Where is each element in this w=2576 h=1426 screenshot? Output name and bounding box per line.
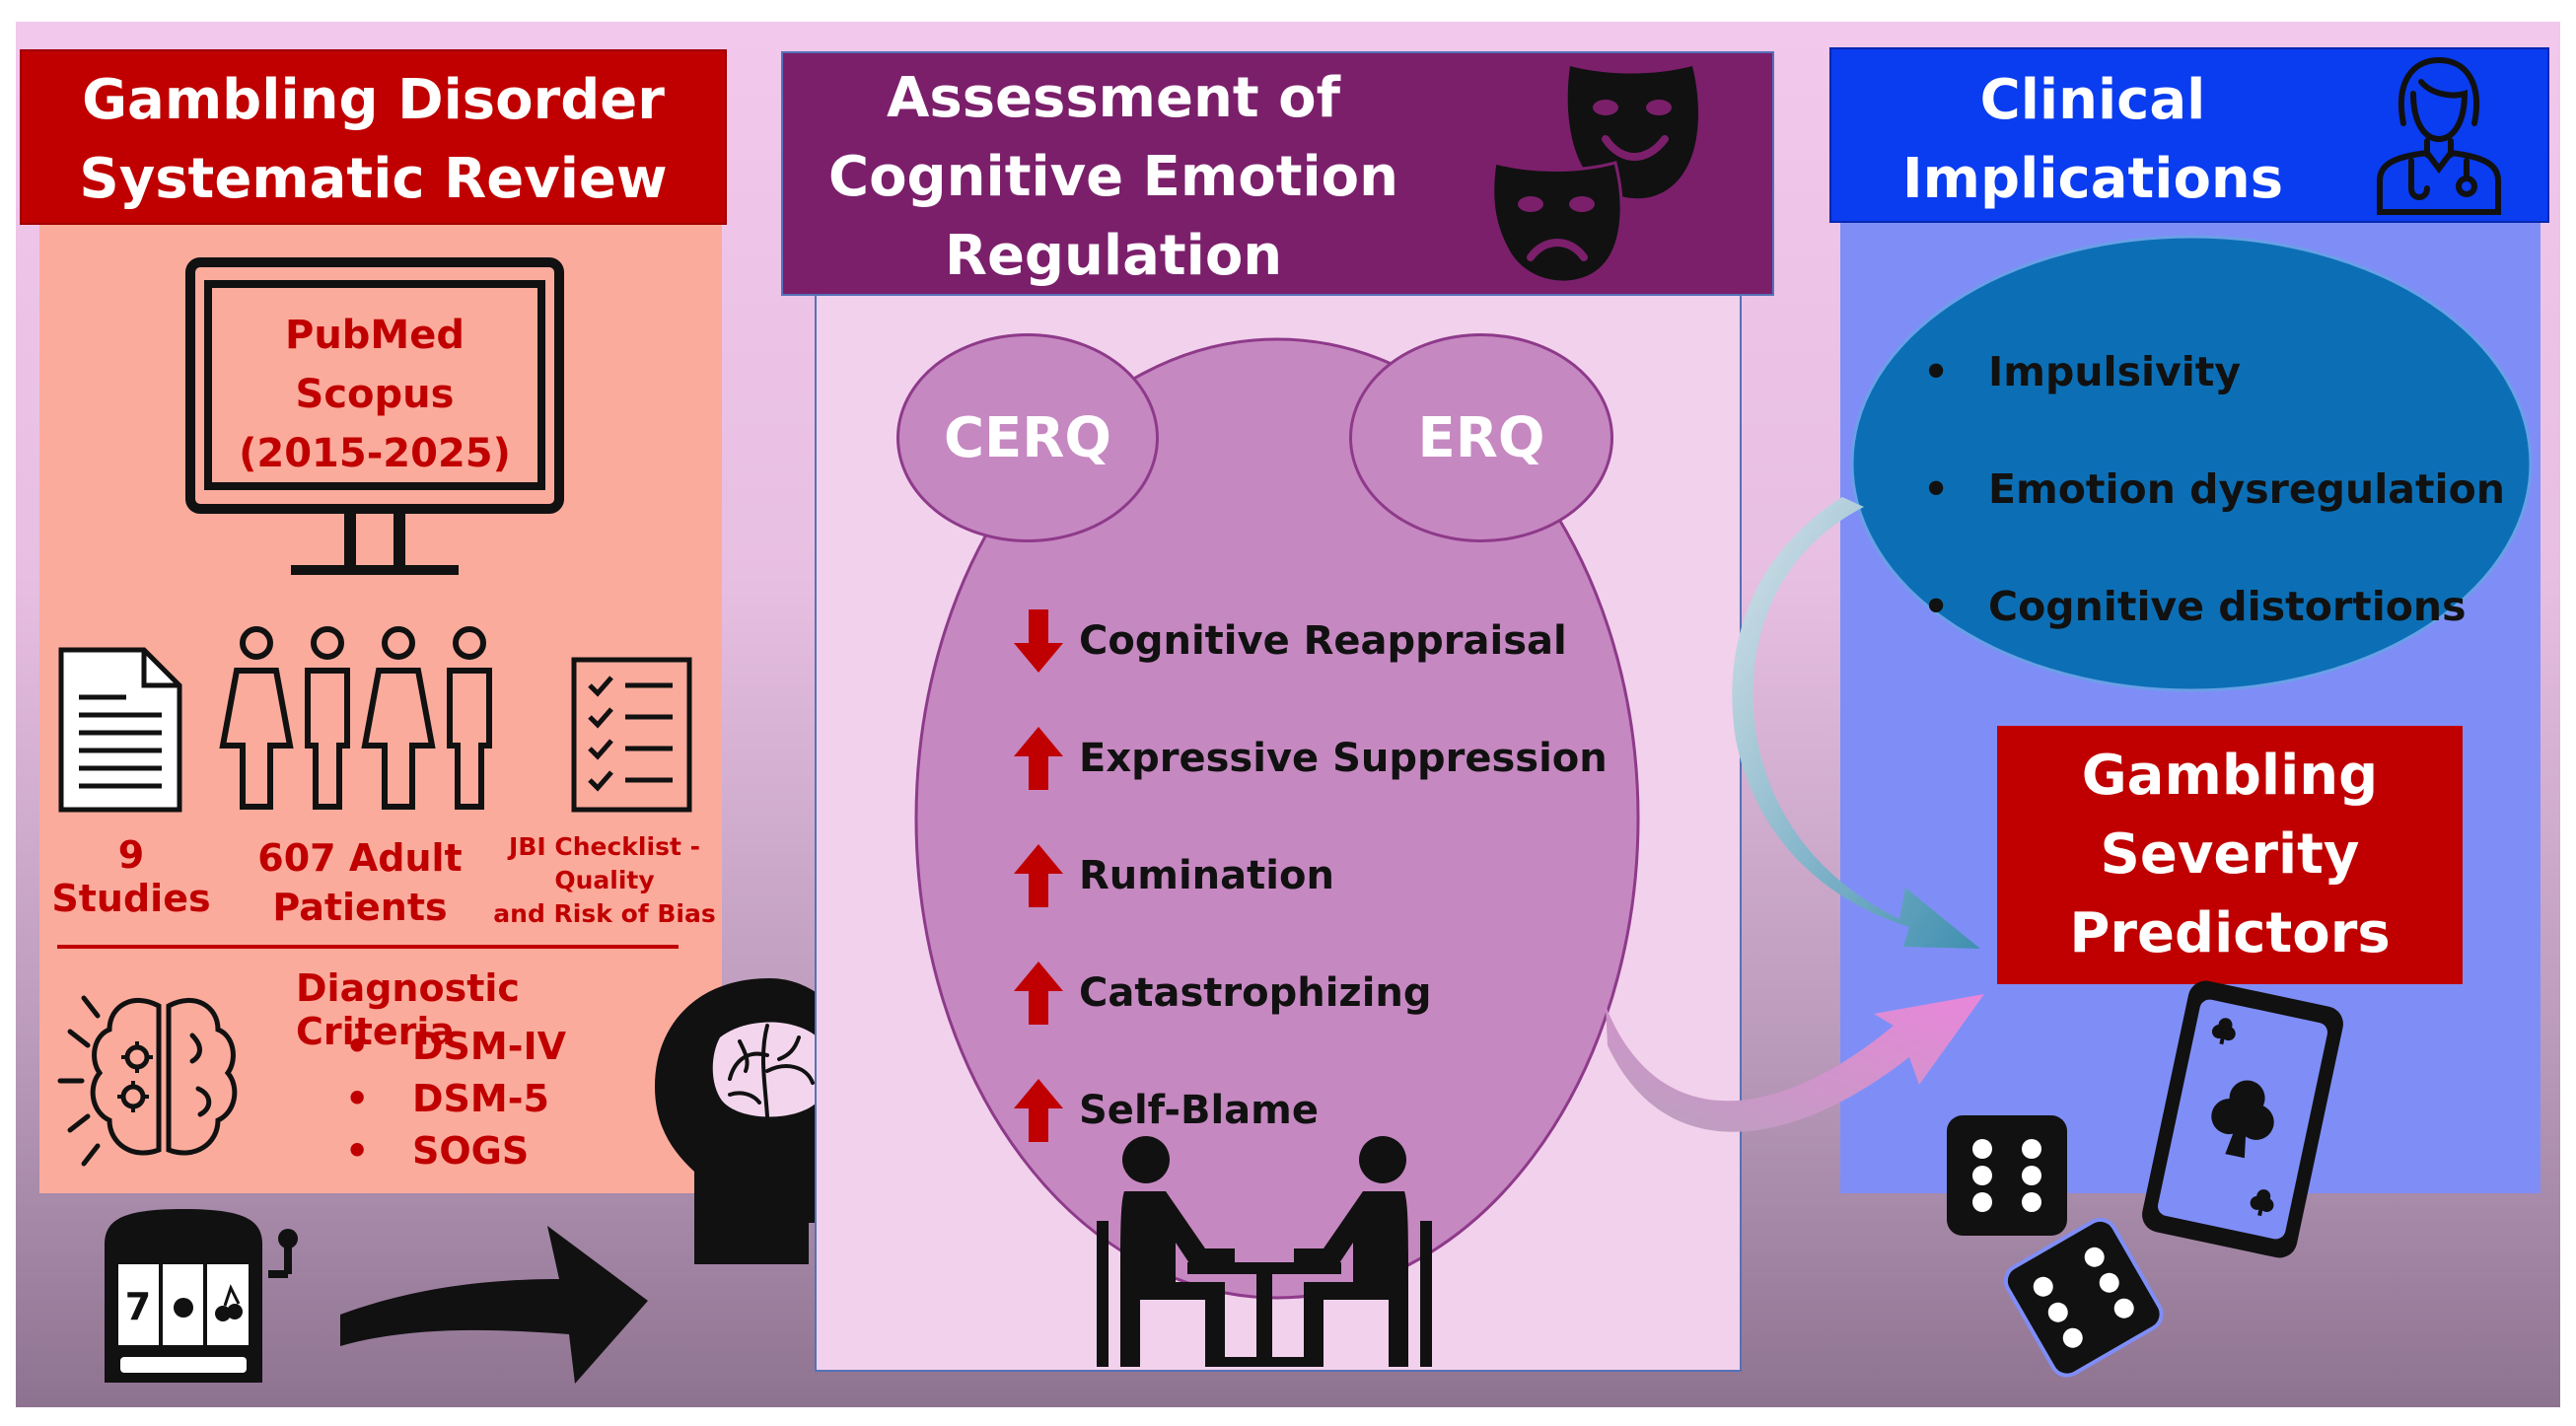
implication-impulsivity: Impulsivity (1988, 348, 2242, 395)
die-front (1947, 1115, 2067, 1236)
jbi-line3: and Risk of Bias (493, 899, 716, 928)
assessment-title-line1: Assessment of (887, 66, 1340, 130)
implications-to-predictors-arrow (1732, 497, 1980, 949)
erq-label: ERQ (1417, 405, 1545, 470)
assessment-title-line2: Cognitive Emotion (827, 145, 1399, 209)
arrow-up-icon (1014, 726, 1063, 790)
predictors-box: Gambling Severity Predictors (1997, 726, 2463, 984)
database-list: PubMed Scopus (2015-2025) (212, 306, 537, 483)
strategy-self-blame: Self-Blame (1079, 1087, 1319, 1133)
implication-emotion-dysregulation: Emotion dysregulation (1988, 465, 2505, 513)
implications-list: • Impulsivity • Emotion dysregulation • Cog… (1923, 314, 2505, 666)
criteria-dsm-iv: DSM-IV (412, 1025, 567, 1068)
jbi-line2: Quality (554, 866, 655, 894)
bullet-icon: • (1923, 465, 1950, 513)
curved-arrows (1606, 497, 1984, 1132)
section-divider (57, 945, 679, 949)
criteria-item: • SOGS (345, 1125, 566, 1177)
strategy-item: Self-Blame (1014, 1051, 1645, 1169)
review-title-line1: Gambling Disorder (82, 68, 665, 132)
clinical-title-line1: Clinical (1979, 68, 2206, 132)
bullet-icon: • (1923, 348, 1950, 395)
doctor-icon (2377, 56, 2501, 215)
strategy-item: Rumination (1014, 817, 1645, 934)
jbi-line1: JBI Checklist - (509, 832, 700, 861)
implication-item: • Impulsivity (1923, 314, 2505, 431)
studies-count: 9 Studies (51, 833, 211, 920)
database-scopus: Scopus (295, 372, 455, 417)
patients-icon (219, 626, 492, 810)
die-tilted (2003, 1217, 2164, 1378)
strategy-expressive-suppression: Expressive Suppression (1079, 735, 1608, 781)
patients-count: 607 Adult Patients (256, 833, 464, 932)
strategy-catastrophizing: Catastrophizing (1079, 969, 1432, 1016)
flow-arrow-icon (340, 1226, 648, 1384)
bullet-icon: • (345, 1025, 370, 1068)
criteria-item: • DSM-5 (345, 1073, 566, 1125)
theater-masks-icon (1491, 66, 1699, 284)
arrow-up-icon (1014, 1078, 1063, 1142)
strategy-cognitive-reappraisal: Cognitive Reappraisal (1079, 617, 1567, 664)
strategy-list: Cognitive Reappraisal Expressive Suppres… (1014, 582, 1645, 1169)
implication-item: • Cognitive distortions (1923, 548, 2505, 666)
assessment-oval (914, 337, 1640, 1300)
checklist-icon (571, 657, 692, 813)
jbi-checklist-label: JBI Checklist - Quality and Risk of Bias (488, 830, 721, 931)
review-title-box: Gambling Disorder Systematic Review (20, 49, 727, 225)
clinical-title-line2: Implications (1901, 147, 2284, 211)
bullet-icon: • (345, 1077, 370, 1120)
strategy-item: Catastrophizing (1014, 934, 1645, 1051)
patients-line1: 607 Adult (257, 836, 463, 880)
brain-gears-icon (57, 995, 238, 1167)
predictors-line1: Gambling (2081, 744, 2379, 808)
bullet-icon: • (345, 1129, 370, 1173)
strategy-item: Cognitive Reappraisal (1014, 582, 1645, 699)
arrow-up-icon (1014, 843, 1063, 907)
svg-text:7: 7 (125, 1285, 151, 1328)
assessment-title-line3: Regulation (944, 224, 1283, 288)
implication-cognitive-distortions: Cognitive distortions (1988, 583, 2467, 630)
erq-instrument: ERQ (1349, 333, 1613, 542)
strategies-to-predictors-arrow (1606, 994, 1984, 1132)
cerq-label: CERQ (943, 405, 1112, 470)
bullet-icon: • (1923, 583, 1950, 630)
dice-card-icon (1947, 980, 2343, 1378)
criteria-dsm-5: DSM-5 (412, 1077, 549, 1120)
assessment-title: Assessment of Cognitive Emotion Regulati… (783, 59, 1444, 296)
strategy-rumination: Rumination (1079, 852, 1334, 898)
arrow-up-icon (1014, 961, 1063, 1025)
database-years: (2015-2025) (239, 431, 511, 476)
review-title-line2: Systematic Review (79, 147, 668, 211)
criteria-item: • DSM-IV (345, 1021, 566, 1073)
predictors-line3: Predictors (2069, 901, 2391, 965)
diagnostic-criteria-list: • DSM-IV • DSM-5 • SOGS (345, 1021, 566, 1177)
patients-line2: Patients (272, 886, 448, 929)
monitor-icon (185, 257, 564, 575)
cerq-instrument: CERQ (896, 333, 1159, 542)
criteria-sogs: SOGS (412, 1129, 530, 1173)
implications-oval (1850, 235, 2533, 692)
clinical-title: Clinical Implications (1831, 61, 2354, 219)
diagnostic-criteria-title: Diagnostic Criteria (296, 966, 520, 1053)
slot-machine-icon: 7 (105, 1209, 298, 1383)
document-icon (58, 647, 182, 813)
implication-item: • Emotion dysregulation (1923, 431, 2505, 548)
database-pubmed: PubMed (285, 313, 465, 358)
strategy-item: Expressive Suppression (1014, 699, 1645, 817)
predictors-line2: Severity (2100, 822, 2360, 887)
consultation-icon (1097, 1136, 1432, 1367)
arrow-down-icon (1014, 608, 1063, 673)
